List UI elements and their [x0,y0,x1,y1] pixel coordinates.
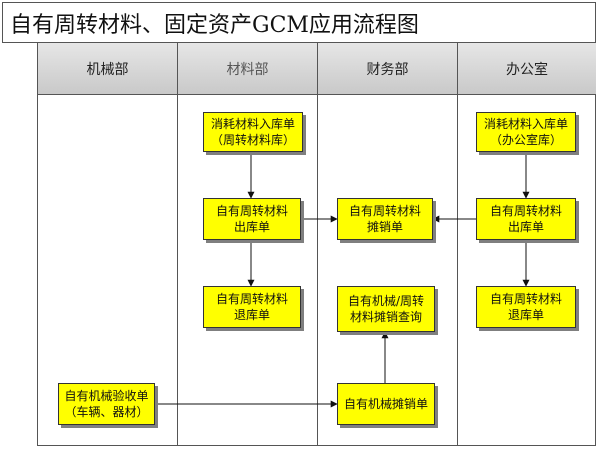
node-machine-amortize: 自有机械摊销单 [337,383,435,425]
lane-header-machinery: 机械部 [38,43,177,95]
node-amortize: 自有周转材料 摊销单 [337,198,433,240]
node-consume-in-office: 消耗材料入库单 （办公室库） [476,112,576,152]
diagram-title: 自有周转材料、固定资产GCM应用流程图 [10,13,419,38]
title-bar: 自有周转材料、固定资产GCM应用流程图 [2,2,596,43]
lane-header-finance: 财务部 [318,43,457,95]
node-out-materials: 自有周转材料 出库单 [203,198,301,240]
node-return-office: 自有周转材料 退库单 [476,286,576,328]
node-out-office: 自有周转材料 出库单 [476,198,576,240]
lane-materials: 材料部 [178,43,318,446]
lane-header-office: 办公室 [458,43,596,95]
node-consume-in-materials: 消耗材料入库单 （周转材料库） [203,112,303,152]
lane-machinery: 机械部 [38,43,178,446]
lane-finance: 财务部 [318,43,458,446]
node-acceptance: 自有机械验收单 （车辆、器材） [58,383,155,425]
lane-office: 办公室 [458,43,596,446]
node-query: 自有机械/周转 材料摊销查询 [337,286,435,332]
lane-header-materials: 材料部 [178,43,317,95]
left-margin-column [2,43,38,446]
node-return-materials: 自有周转材料 退库单 [203,286,301,328]
